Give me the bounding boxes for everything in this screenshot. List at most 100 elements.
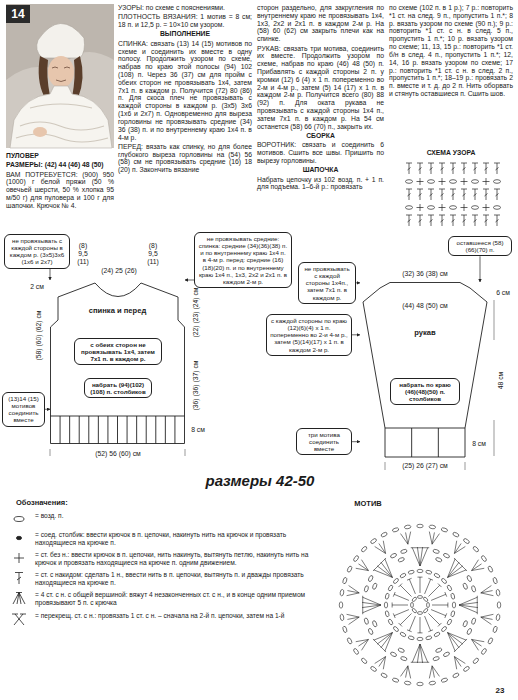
text-label: по схеме (102 п. в 1 р.); 7 р.: повторит…	[389, 4, 513, 98]
motif-chain	[372, 583, 378, 590]
page-number: 23	[488, 686, 512, 695]
motif-chain	[452, 602, 455, 608]
motif-chain	[400, 549, 407, 554]
text-label: СБОРКА	[257, 132, 384, 140]
legend-row: = ст. без н.: ввести крючок в п. цепочки…	[8, 551, 326, 566]
node-text: (13)14 (15) мотивов соединить вместе	[6, 395, 41, 424]
motif-divider	[411, 428, 412, 457]
legend-text: = ст. с накидом: сделать 1 н., ввести ни…	[35, 571, 323, 586]
motif-stitch	[349, 586, 360, 593]
chart-chain	[450, 206, 457, 210]
stitch-symbol	[13, 593, 25, 605]
motif-chain	[441, 578, 448, 585]
stitch-stroke	[14, 517, 24, 522]
motif-chain	[496, 589, 500, 596]
text-label: Набрать цепочку из 102 возд. п. + 1 п. д…	[257, 176, 384, 192]
motif-divider	[146, 416, 147, 444]
callout-box: (13)14 (15) мотивов соединить вместе	[2, 392, 45, 427]
motif-chain	[450, 593, 455, 600]
motif-chain	[380, 672, 387, 678]
motif-divider	[165, 416, 166, 444]
motif-cluster	[454, 639, 467, 652]
leader-line	[480, 256, 481, 282]
chart-chain	[472, 206, 479, 210]
chart-stitch	[450, 189, 456, 200]
motif-chain	[411, 602, 414, 607]
legend-text: = соед. столбик: ввести крючок в п. цепо…	[35, 531, 323, 546]
leader-line	[352, 441, 360, 442]
motif-chain	[472, 657, 479, 664]
motif-chain	[471, 618, 476, 625]
dimension-tick	[385, 462, 465, 470]
motif-stitch	[409, 616, 415, 631]
chart-sc	[461, 204, 468, 211]
motif-chain	[472, 546, 479, 553]
motif-cluster	[448, 570, 467, 578]
chart-stitch	[439, 163, 445, 174]
chart-stitch	[406, 215, 412, 226]
motif-chain	[466, 628, 472, 635]
motif-chain	[340, 614, 344, 621]
motif-cluster	[448, 566, 463, 578]
callout-box: с обеих сторон не провязывать 1х4, затем…	[74, 338, 162, 365]
stitch-symbol	[15, 573, 23, 585]
piece-outline	[360, 282, 490, 458]
motif-cluster	[420, 548, 428, 566]
dimension-label: (44) 48 (50) см	[388, 302, 462, 310]
motif-chart	[339, 524, 501, 686]
motif-chain	[492, 577, 497, 584]
legend: = возд. п.= соед. столбик: ввести крючок…	[8, 512, 326, 631]
motif-chain	[408, 570, 415, 575]
legend-text: = перекрещ. ст. с н.: провязать 1 ст. с …	[35, 612, 323, 620]
motif-stitch	[472, 639, 479, 650]
stitch-symbol	[14, 553, 24, 563]
motif-divider	[60, 416, 61, 444]
motif-chain	[390, 553, 397, 559]
motif-chain	[434, 632, 441, 638]
chart-stitch	[494, 189, 500, 200]
motif-chain	[417, 612, 422, 615]
stitch-stroke	[13, 593, 25, 605]
motif-chain	[384, 602, 387, 608]
motif-stitch	[432, 666, 434, 678]
motif-stitch	[428, 630, 433, 632]
dimension-label: (52) 56 (60) см	[80, 450, 156, 458]
callout-box: набрать (94)(102)(108) п. столбиков	[84, 378, 152, 398]
motif-stitch	[361, 639, 368, 650]
motif-stitch	[420, 577, 421, 593]
motif-chain	[447, 619, 453, 626]
motif-chain	[393, 578, 400, 585]
leader-line	[356, 282, 360, 283]
motif-chain	[423, 608, 429, 614]
photo	[6, 4, 114, 148]
motif-chain	[380, 532, 387, 538]
motif-stitch	[394, 610, 409, 616]
stitch-stroke	[16, 536, 21, 539]
node-text: не провязывать с каждой стороны в каждом…	[8, 237, 66, 266]
motif-divider	[127, 416, 128, 444]
motif-chain	[450, 610, 455, 617]
motif-cluster	[363, 597, 381, 605]
motif-stitch	[417, 632, 422, 633]
motif-stitch	[454, 657, 465, 664]
stitch-chart	[406, 163, 501, 226]
motif-chain	[392, 677, 399, 682]
text-label: ШАПОЧКА	[257, 166, 384, 174]
motif-divider	[438, 428, 439, 457]
dimension-label: 6 см	[492, 289, 514, 297]
chart-stitch	[417, 163, 423, 174]
motif-chain	[492, 626, 497, 633]
motif-stitch	[400, 613, 411, 624]
sweater	[10, 86, 112, 148]
motif-chain	[370, 538, 377, 545]
chart-sc	[461, 178, 468, 185]
chart-chain	[428, 180, 435, 184]
motif-chain	[429, 525, 436, 529]
motif-chain	[393, 626, 400, 633]
photo-ground	[6, 4, 114, 148]
issue-badge: 14	[6, 5, 30, 23]
motif-stitch	[408, 666, 411, 679]
motif-chain	[433, 656, 440, 661]
node-text: с каждой стороны по краю (12)(6)(4) х 1 …	[270, 317, 348, 353]
motif-stitch	[375, 546, 386, 553]
